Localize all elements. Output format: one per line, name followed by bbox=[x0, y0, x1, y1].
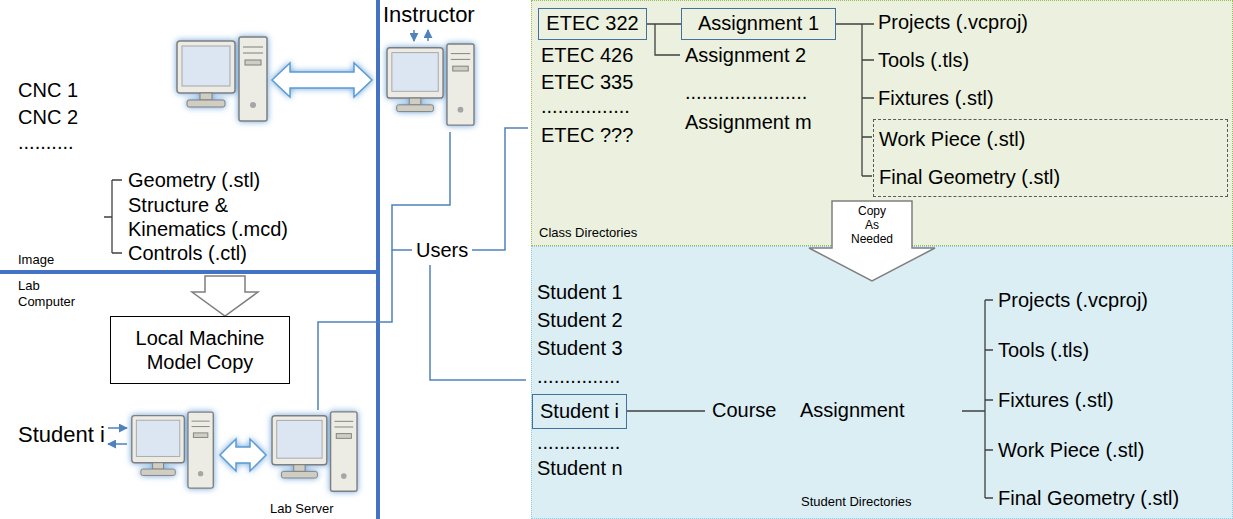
model-box: Local Machine Model Copy bbox=[110, 316, 290, 384]
diagram-label: Work Piece (.stl) bbox=[998, 438, 1144, 462]
copy-arrow: Copy As Needed bbox=[808, 200, 936, 282]
diagram-label: Projects (.vcproj) bbox=[998, 288, 1148, 312]
diagram-label: Student n bbox=[537, 456, 623, 480]
assignment-box: Assignment 1 bbox=[681, 8, 836, 40]
diagram-label: CNC 1 bbox=[18, 78, 78, 102]
diagram-label: Assignment 2 bbox=[685, 43, 806, 67]
diagram-label: ............... bbox=[537, 364, 620, 388]
diagram-label: Final Geometry (.stl) bbox=[998, 486, 1179, 510]
diagram-label: Projects (.vcproj) bbox=[878, 10, 1028, 34]
diagram-label: ETEC 426 bbox=[541, 43, 633, 67]
node-text: Student i bbox=[540, 395, 619, 427]
panel-fill bbox=[531, 246, 1233, 519]
user-links bbox=[108, 30, 528, 444]
diagram-label: .......... bbox=[18, 130, 74, 154]
course-box: ETEC 322 bbox=[538, 8, 647, 40]
diagram-label: Tools (.tls) bbox=[998, 338, 1089, 362]
diagram-label: Instructor bbox=[383, 2, 475, 28]
diagram-label: Assignment m bbox=[685, 110, 812, 134]
diagram-label: Geometry (.stl) bbox=[128, 168, 260, 192]
diagram-label: Fixtures (.stl) bbox=[998, 388, 1114, 412]
diagram-label: Course bbox=[712, 398, 776, 422]
double-arrow bbox=[272, 63, 372, 97]
diagram-label: ETEC ??? bbox=[541, 123, 633, 147]
diagram-label: Tools (.tls) bbox=[878, 48, 969, 72]
node-text: Class Directories bbox=[539, 225, 637, 241]
diagram-label: Student i bbox=[18, 422, 105, 448]
diagram-label: ETEC 335 bbox=[541, 70, 633, 94]
diagram-label: Lab Computer bbox=[18, 278, 80, 309]
diagram-label: Fixtures (.stl) bbox=[878, 86, 994, 110]
node-text: Final Geometry (.stl) bbox=[879, 165, 1227, 189]
computer-icon bbox=[387, 44, 474, 125]
diagram-label: Image bbox=[18, 252, 54, 268]
connector-line bbox=[647, 23, 681, 24]
diagram-label: Lab Server bbox=[270, 501, 334, 517]
diagram-label: ................ bbox=[541, 94, 630, 118]
divider-line bbox=[376, 0, 380, 519]
panel-fill bbox=[531, 0, 1233, 246]
double-arrow bbox=[220, 439, 266, 471]
file-group: Work Piece (.stl) Final Geometry (.stl) bbox=[873, 119, 1228, 197]
diagram-label: Users bbox=[416, 238, 468, 262]
diagram-label: CNC 2 bbox=[18, 105, 78, 129]
computer-icon bbox=[272, 412, 357, 491]
diagram-label: Controls (.ctl) bbox=[128, 241, 247, 265]
node-text: Copy As Needed bbox=[832, 205, 912, 246]
node-text: Work Piece (.stl) bbox=[879, 127, 1227, 151]
diagram-label: ...................... bbox=[685, 80, 807, 104]
diagram-label: Structure & Kinematics (.mcd) bbox=[128, 193, 318, 241]
diagram-label: ............... bbox=[537, 430, 620, 454]
node-text: Assignment 1 bbox=[698, 9, 819, 38]
node-text: Local Machine Model Copy bbox=[117, 326, 283, 374]
divider-line bbox=[0, 270, 378, 274]
computer-icon bbox=[177, 37, 267, 121]
diagram-label: Assignment bbox=[800, 398, 905, 422]
diagram-label: Student 1 bbox=[537, 280, 623, 304]
diagram-label: Student 3 bbox=[537, 336, 623, 360]
arrow-shape bbox=[809, 201, 935, 281]
block-arrow bbox=[192, 276, 258, 316]
student-box: Student i bbox=[532, 394, 627, 429]
diagram-label: Student 2 bbox=[537, 308, 623, 332]
node-text: Student Directories bbox=[801, 494, 912, 510]
computer-icon bbox=[132, 412, 213, 488]
student-panel: Student i Student Directories bbox=[531, 246, 1233, 519]
node-text: ETEC 322 bbox=[546, 9, 638, 38]
tree-lines bbox=[104, 24, 993, 498]
